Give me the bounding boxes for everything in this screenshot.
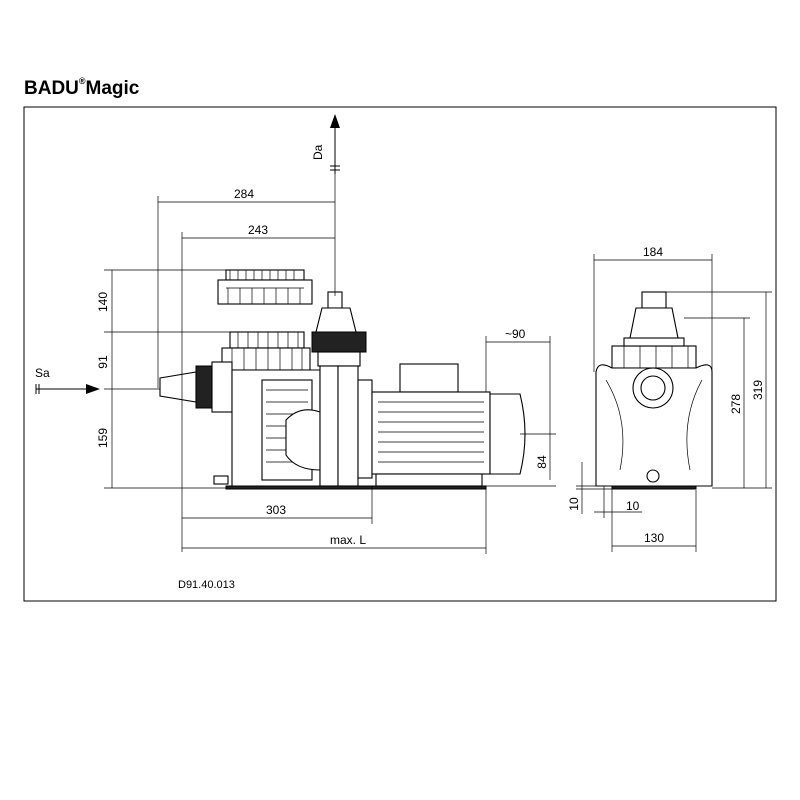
suction-arrow: Sa (35, 366, 100, 394)
dim-84: 84 (535, 455, 549, 469)
dim-91: 91 (96, 355, 110, 369)
dim-243: 243 (248, 223, 268, 237)
suction-label: Sa (35, 366, 50, 380)
drawing-number: D91.40.013 (178, 579, 235, 591)
diagram-title: BADU®Magic (24, 76, 140, 100)
title-model: Magic (85, 78, 140, 99)
dim-159: 159 (96, 428, 110, 448)
drawing-frame (23, 106, 777, 602)
dim-303: 303 (266, 503, 286, 517)
front-view-dimensions: 184 319 278 10 10 130 (567, 245, 772, 552)
dim-278: 278 (729, 394, 743, 414)
strainer-lid-raised (217, 269, 313, 305)
dim-319: 319 (751, 380, 765, 400)
discharge-label: Da (311, 144, 325, 160)
suction-inlet (159, 361, 233, 413)
dim-10-vertical: 10 (567, 497, 581, 511)
dim-284: 284 (234, 187, 254, 201)
dim-10-horizontal: 10 (626, 499, 640, 513)
discharge-arrow: Da (311, 114, 340, 174)
dim-130: 130 (644, 531, 664, 545)
pump-housing (213, 369, 321, 489)
dim-184: 184 (643, 245, 663, 259)
pump-side-view: Sa Da (35, 114, 526, 490)
motor-flange (319, 365, 373, 487)
dim-140: 140 (96, 292, 110, 312)
pump-front-view (595, 291, 713, 490)
registered-mark: ® (78, 76, 86, 86)
dim-max-l: max. L (330, 533, 366, 547)
discharge-outlet (311, 291, 367, 367)
strainer-lid (221, 331, 311, 371)
side-view-dimensions: 284 243 140 91 159 ~90 84 303 max. L (96, 174, 556, 554)
dim-90: ~90 (505, 327, 526, 341)
motor (225, 363, 526, 490)
title-name: BADU (24, 78, 79, 99)
